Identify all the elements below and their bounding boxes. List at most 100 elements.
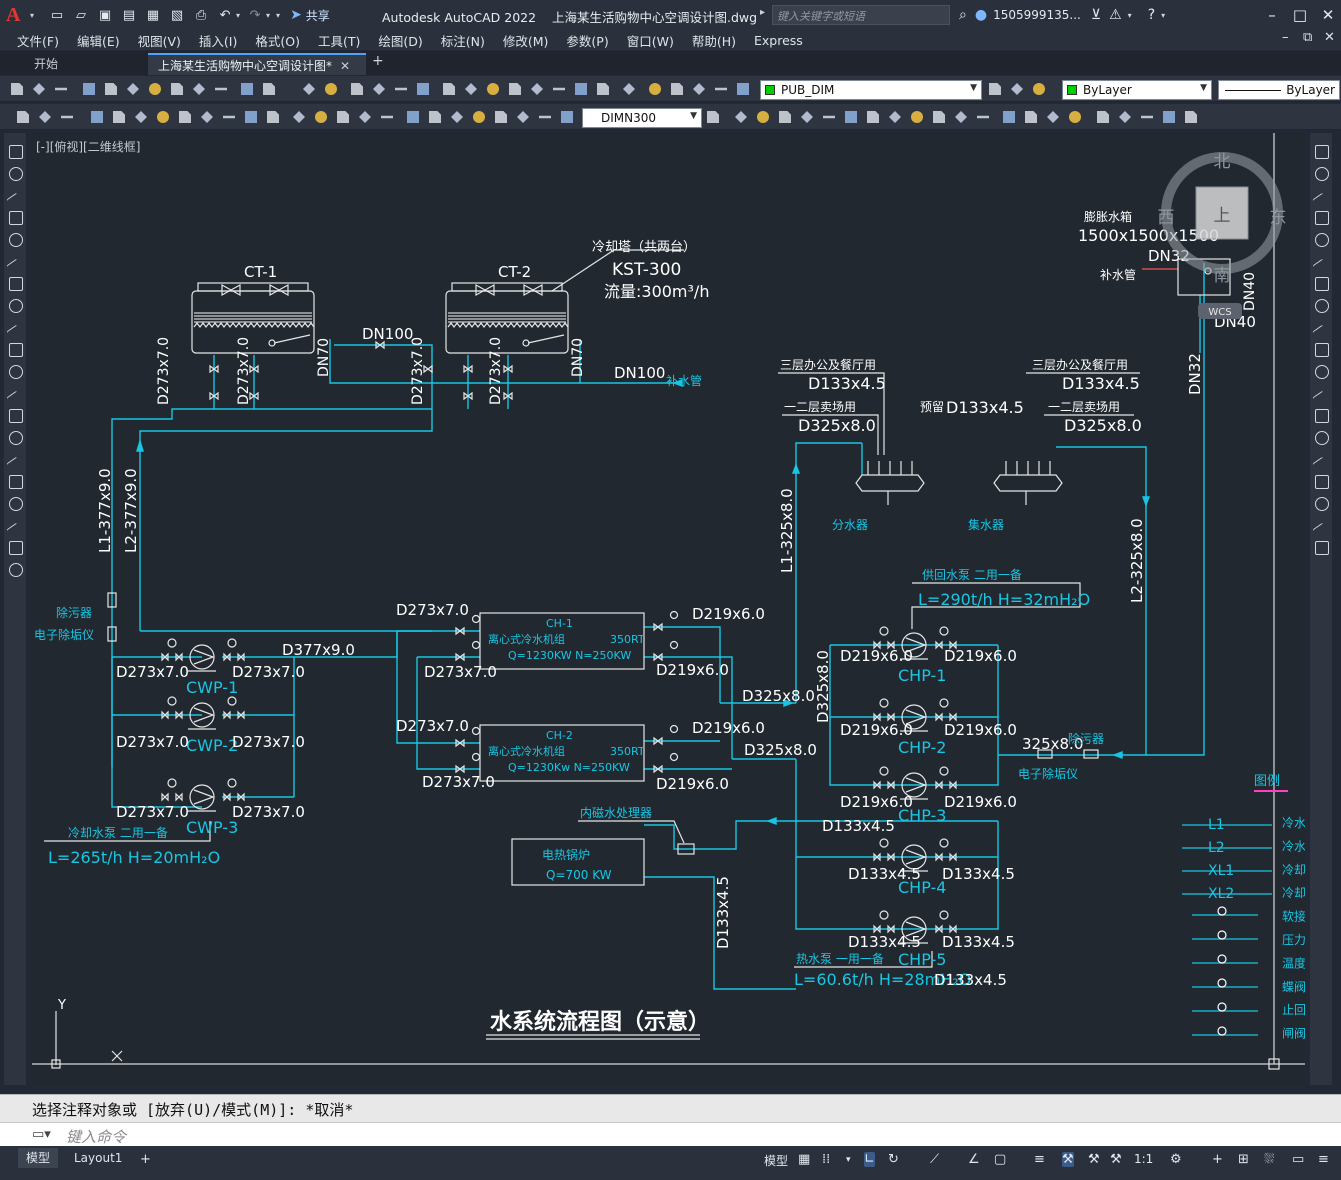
- modify-tool-icon-9[interactable]: [1313, 319, 1329, 335]
- standard-tool-icon-27[interactable]: [620, 80, 638, 98]
- modify-tool-icon-11[interactable]: [1313, 363, 1329, 379]
- search-icon[interactable]: ⌕: [959, 7, 967, 23]
- close-icon[interactable]: ✕: [1321, 6, 1335, 24]
- standard-tool-icon-19[interactable]: [440, 80, 458, 98]
- dimension-tool-icon-46[interactable]: [1160, 108, 1178, 126]
- doc-minimize-icon[interactable]: –: [1282, 30, 1289, 45]
- modify-tool-icon-10[interactable]: [1313, 341, 1329, 357]
- ortho-icon[interactable]: ∟: [864, 1152, 875, 1167]
- open-from-web-icon[interactable]: ▦: [146, 7, 160, 23]
- viewport-controls[interactable]: [-][俯视][二维线框]: [36, 140, 141, 154]
- menu-window[interactable]: 窗口(W): [626, 33, 674, 49]
- menu-view[interactable]: 视图(V): [137, 33, 181, 49]
- customization-icon[interactable]: ≡: [1318, 1152, 1329, 1167]
- dimension-tool-icon-30[interactable]: [798, 108, 816, 126]
- new-tab-icon[interactable]: +: [372, 53, 384, 69]
- save-as-icon[interactable]: ▤: [122, 7, 136, 23]
- save-icon[interactable]: ▣: [98, 7, 112, 23]
- tab-layout1[interactable]: Layout1: [66, 1148, 130, 1168]
- undo-icon[interactable]: ↶: [219, 7, 231, 23]
- modify-tool-icon-13[interactable]: [1313, 407, 1329, 423]
- standard-tool-icon-7[interactable]: [146, 80, 164, 98]
- dimension-tool-icon-4[interactable]: [88, 108, 106, 126]
- menu-insert[interactable]: 插入(I): [198, 33, 238, 49]
- dimension-tool-icon-11[interactable]: [242, 108, 260, 126]
- dimension-tool-icon-18[interactable]: [404, 108, 422, 126]
- standard-tool-icon-9[interactable]: [190, 80, 208, 98]
- quick-properties-icon[interactable]: ⛆: [1264, 1152, 1275, 1167]
- dimension-tool-icon-6[interactable]: [132, 108, 150, 126]
- draw-tool-icon-20[interactable]: [7, 561, 23, 577]
- modify-tool-icon-16[interactable]: [1313, 473, 1329, 489]
- dimension-tool-icon-21[interactable]: [470, 108, 488, 126]
- menu-dimension[interactable]: 标注(N): [440, 33, 485, 49]
- help-icon[interactable]: ?: [1147, 7, 1156, 23]
- standard-tool-icon-5[interactable]: [102, 80, 120, 98]
- command-input[interactable]: 键入命令: [66, 1128, 127, 1146]
- dimension-tool-icon-17[interactable]: [378, 108, 396, 126]
- cart-icon[interactable]: ⊻: [1090, 7, 1102, 23]
- doc-close-icon[interactable]: ✕: [1324, 30, 1335, 45]
- tab-model[interactable]: 模型: [18, 1148, 59, 1168]
- dimension-tool-icon-5[interactable]: [110, 108, 128, 126]
- command-input-bar[interactable]: ▭▾ 键入命令: [0, 1122, 1341, 1146]
- add-layout-icon[interactable]: +: [140, 1152, 151, 1167]
- autodesk-a360-icon[interactable]: ⚠: [1109, 7, 1122, 23]
- units-icon[interactable]: ⊞: [1238, 1152, 1249, 1167]
- standard-tool-icon-4[interactable]: [80, 80, 98, 98]
- maximize-icon[interactable]: □: [1292, 6, 1308, 24]
- draw-tool-icon-11[interactable]: [7, 363, 23, 379]
- draw-tool-icon-12[interactable]: [7, 385, 23, 401]
- dimension-tool-icon-24[interactable]: [536, 108, 554, 126]
- share-button[interactable]: ➤共享: [290, 7, 330, 24]
- dimension-tool-icon-41[interactable]: [1044, 108, 1062, 126]
- standard-tool-icon-1[interactable]: [8, 80, 26, 98]
- undo-caret-icon[interactable]: ▾: [236, 10, 241, 20]
- layer-combo[interactable]: PUB_DIM▼: [760, 80, 982, 100]
- dimension-tool-icon-33[interactable]: [864, 108, 882, 126]
- standard-tool-icon-29[interactable]: [668, 80, 686, 98]
- standard-tool-icon-15[interactable]: [348, 80, 366, 98]
- menu-help[interactable]: 帮助(H): [691, 33, 736, 49]
- draw-tool-icon-5[interactable]: [7, 231, 23, 247]
- menu-tools[interactable]: 工具(T): [317, 33, 361, 49]
- draw-tool-icon-10[interactable]: [7, 341, 23, 357]
- autocad-logo-icon[interactable]: A: [6, 4, 21, 26]
- modify-tool-icon-12[interactable]: [1313, 385, 1329, 401]
- dimension-tool-icon-45[interactable]: [1138, 108, 1156, 126]
- dimension-tool-icon-36[interactable]: [930, 108, 948, 126]
- osnap-icon[interactable]: ▢: [994, 1152, 1007, 1167]
- draw-tool-icon-17[interactable]: [7, 495, 23, 511]
- standard-tool-icon-11[interactable]: [238, 80, 256, 98]
- dimension-tool-icon-10[interactable]: [220, 108, 238, 126]
- menu-edit[interactable]: 编辑(E): [76, 33, 120, 49]
- open-file-icon[interactable]: ▱: [76, 7, 87, 23]
- modify-tool-icon-18[interactable]: [1313, 517, 1329, 533]
- dimension-tool-icon-29[interactable]: [776, 108, 794, 126]
- linetype-combo[interactable]: ByLayer: [1218, 80, 1340, 100]
- modify-tool-icon-15[interactable]: [1313, 451, 1329, 467]
- standard-tool-icon-13[interactable]: [300, 80, 318, 98]
- dimension-tool-icon-31[interactable]: [820, 108, 838, 126]
- dimension-tool-icon-47[interactable]: [1182, 108, 1200, 126]
- annotation-scale-value[interactable]: 1:1: [1134, 1152, 1154, 1166]
- tab-close-icon[interactable]: ✕: [340, 59, 351, 73]
- tab-active-drawing[interactable]: 上海某生活购物中心空调设计图*✕: [148, 53, 366, 75]
- dimension-tool-icon-16[interactable]: [356, 108, 374, 126]
- draw-tool-icon-14[interactable]: [7, 429, 23, 445]
- dimension-tool-icon-39[interactable]: [1000, 108, 1018, 126]
- draw-tool-icon-18[interactable]: [7, 517, 23, 533]
- standard-tool-icon-31[interactable]: [712, 80, 730, 98]
- draw-tool-icon-19[interactable]: [7, 539, 23, 555]
- standard-tool-icon-6[interactable]: [124, 80, 142, 98]
- tab-start[interactable]: 开始: [24, 53, 134, 75]
- dimension-tool-icon-37[interactable]: [952, 108, 970, 126]
- standard-tool-icon-22[interactable]: [506, 80, 524, 98]
- plot-icon[interactable]: ⎙: [195, 7, 207, 23]
- user-account[interactable]: 1505999135...: [993, 8, 1081, 22]
- help-search-input[interactable]: 键入关键字或短语: [772, 5, 950, 25]
- menu-draw[interactable]: 绘图(D): [378, 33, 423, 49]
- app-menu-caret-icon[interactable]: ▾: [30, 10, 35, 20]
- standard-tool-icon-20[interactable]: [462, 80, 480, 98]
